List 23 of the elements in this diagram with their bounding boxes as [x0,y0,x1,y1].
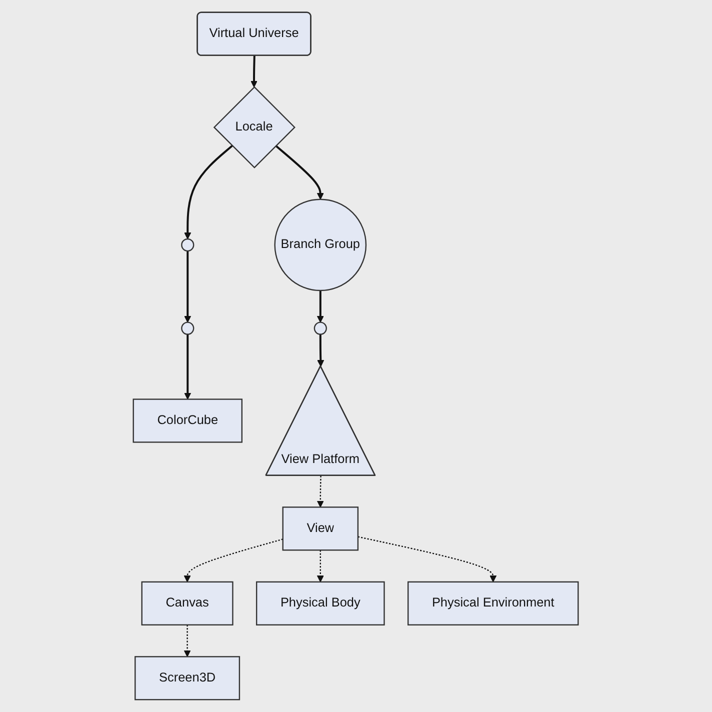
node-box: Screen3D [134,656,240,700]
node-box: Physical Environment [408,581,579,626]
node-circle [181,238,194,252]
node-box: View [282,506,359,551]
node-box: Physical Body [256,581,386,626]
node-diamond: Locale [214,86,296,168]
node-circle [314,322,328,335]
arrow [184,145,234,240]
arrow [317,290,324,323]
node-circle [181,322,194,335]
arrow [317,550,324,582]
arrow [358,536,497,582]
arrow [184,538,284,582]
node-box: Canvas [142,581,234,626]
arrow [184,250,192,323]
arrow [184,334,192,400]
arrow [184,624,192,657]
node-box: ColorCube [133,398,243,443]
arrow [317,476,324,508]
arrow [250,56,258,88]
arrow [317,334,324,367]
node-circle: Branch Group [274,198,367,292]
arrow [275,145,324,200]
